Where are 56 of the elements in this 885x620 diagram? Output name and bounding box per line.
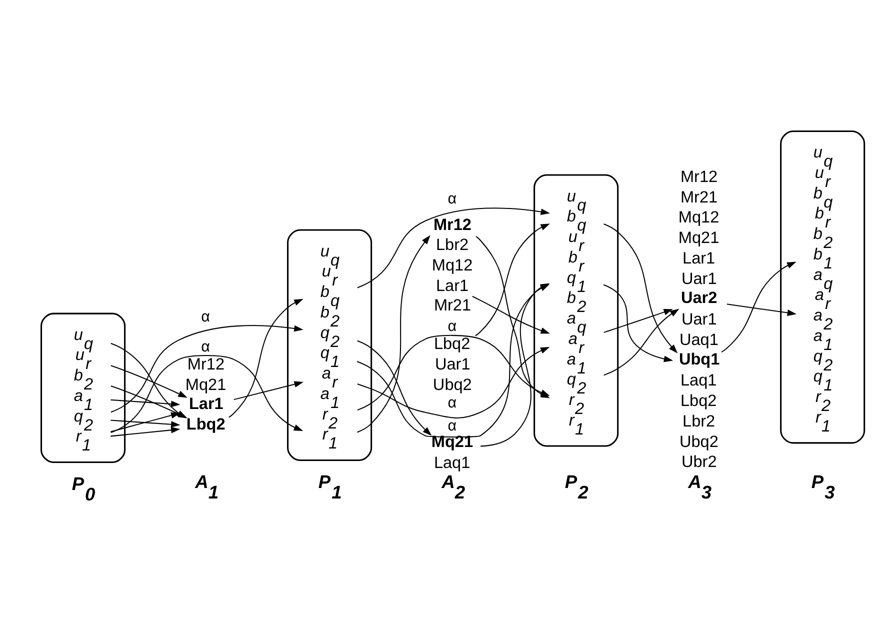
arrow — [228, 298, 303, 418]
label: Mq21 — [184, 376, 226, 394]
label: Lbq2 — [680, 392, 716, 410]
arrow — [603, 224, 678, 354]
label: Uaq1 — [678, 330, 718, 349]
label: Uar1 — [681, 270, 716, 288]
cluster — [780, 130, 865, 444]
node-text: Uar2 — [680, 289, 717, 308]
label: Mq12 — [431, 256, 472, 275]
arrow — [110, 325, 303, 413]
label: Ubq2 — [432, 376, 472, 394]
label: Lar1 — [682, 249, 715, 268]
arrow — [110, 355, 303, 434]
arrow — [356, 208, 550, 288]
label: Uar1 — [434, 355, 470, 374]
cluster — [40, 312, 126, 464]
node-text: Lar1 — [188, 395, 223, 414]
arrow — [233, 381, 303, 400]
label: Lbr2 — [436, 236, 468, 254]
arrow — [110, 365, 187, 398]
arrow — [356, 340, 432, 436]
edge-label: α — [447, 418, 456, 435]
arrow — [110, 426, 180, 437]
label: Mr12 — [186, 355, 224, 374]
label: Mr21 — [680, 188, 718, 206]
edge-label: α — [447, 318, 456, 335]
label: Lbr2 — [682, 412, 715, 430]
arrow — [472, 296, 550, 334]
label: Mr21 — [433, 296, 471, 314]
arrow — [602, 284, 673, 362]
arrow — [110, 399, 180, 408]
label: Laq1 — [680, 372, 716, 390]
label: Mq12 — [678, 208, 719, 227]
label: Uar1 — [681, 310, 716, 329]
node-text: Lbq2 — [186, 415, 225, 434]
label: Ubr2 — [681, 453, 716, 472]
node-text: Ubq1 — [678, 350, 720, 368]
label: Laq1 — [433, 454, 470, 472]
label: Mq21 — [678, 229, 719, 248]
cluster — [533, 174, 618, 447]
edge-label: α — [447, 190, 456, 208]
label: Ubq2 — [678, 432, 718, 451]
arrow — [726, 304, 796, 316]
arrow — [356, 235, 430, 433]
cluster — [286, 229, 372, 462]
edge-label: α — [447, 394, 456, 412]
node-text: Lar1 — [436, 276, 468, 295]
node-text: Lbq2 — [433, 335, 470, 354]
edge-label: α — [200, 308, 210, 326]
arrow — [603, 308, 679, 376]
label: Mr12 — [680, 168, 718, 186]
node-text: Mr12 — [432, 216, 471, 234]
arrow — [603, 309, 672, 333]
arrow — [720, 262, 796, 353]
arrow — [110, 420, 180, 428]
edge-label: α — [200, 338, 210, 356]
